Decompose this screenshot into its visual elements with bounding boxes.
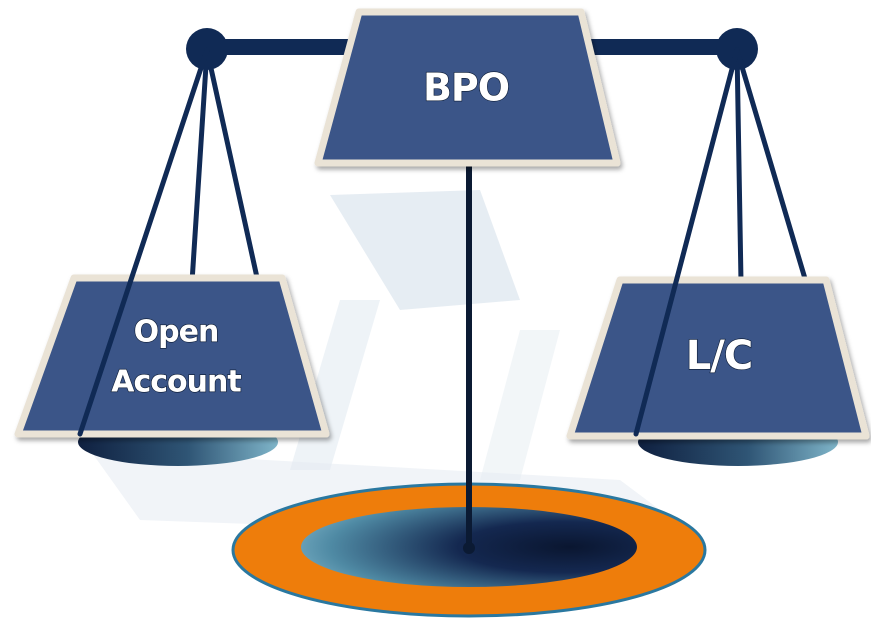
left-pan-front-string bbox=[77, 47, 210, 437]
left-pan-strings bbox=[189, 47, 261, 285]
right-pan-front-string bbox=[633, 47, 740, 437]
center-label-bpo: BPO bbox=[423, 66, 509, 110]
center-pan bbox=[314, 8, 621, 167]
right-pan-strings bbox=[734, 47, 809, 285]
right-pan-label-lc: L/C bbox=[686, 333, 752, 379]
left-pan-label-line-1: Open bbox=[134, 315, 219, 350]
left-pan-label-line-2: Account bbox=[111, 365, 241, 400]
left-pan bbox=[14, 274, 330, 438]
stem-foot bbox=[463, 542, 475, 554]
